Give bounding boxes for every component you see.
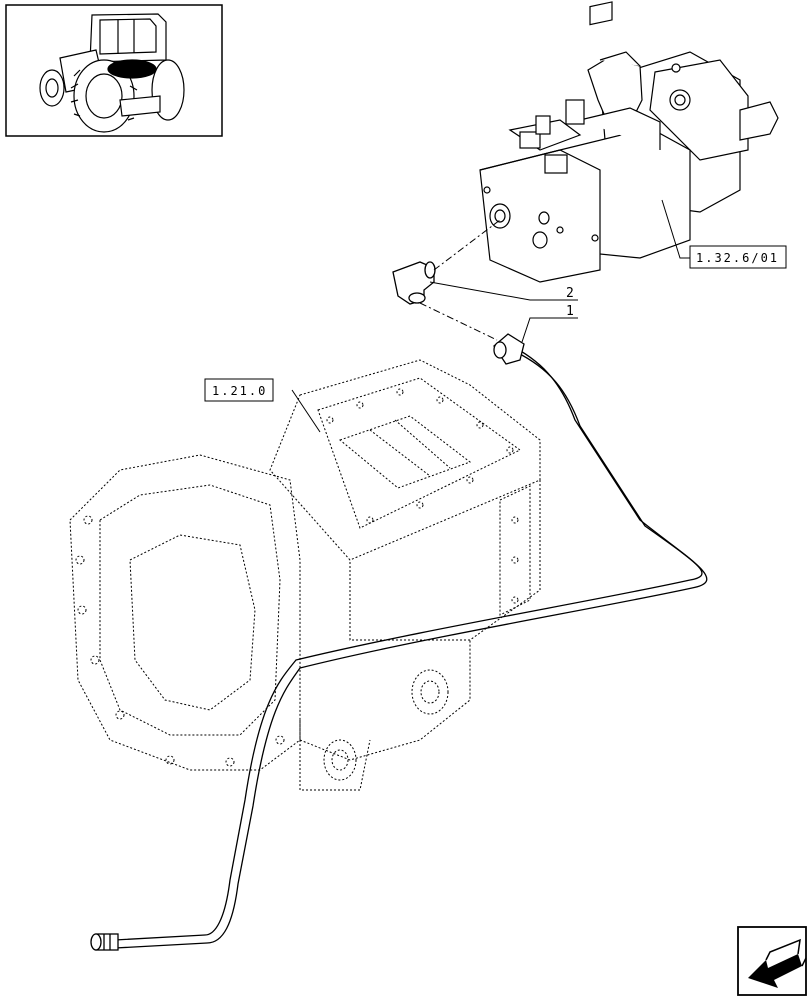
- gearbox-reference-box[interactable]: 1.21.0: [204, 378, 274, 402]
- control-valve-group: [479, 1, 779, 283]
- leader-lines: [291, 199, 690, 433]
- highlight-area-icon: [107, 59, 157, 79]
- tractor-icon: [39, 13, 185, 133]
- callout-item-2: 2: [566, 286, 574, 301]
- back-arrow-icon: [748, 938, 807, 988]
- tractor-locator-thumbnail: [5, 4, 223, 137]
- gearbox-reference-label: 1.21.0: [212, 384, 267, 398]
- pipe-bottom-fitting: [90, 933, 119, 951]
- valve-group-reference-label: 1.32.6/01: [696, 251, 779, 265]
- assembly-lines: [419, 219, 501, 341]
- pipe-part: [114, 343, 708, 949]
- elbow-connector-part: [392, 261, 436, 305]
- valve-group-reference-box[interactable]: 1.32.6/01: [689, 245, 787, 269]
- previous-page-arrow-button[interactable]: [737, 926, 807, 996]
- pipe-top-nut: [493, 333, 525, 365]
- gearbox-housing: [69, 359, 541, 791]
- callout-item-1: 1: [566, 304, 574, 319]
